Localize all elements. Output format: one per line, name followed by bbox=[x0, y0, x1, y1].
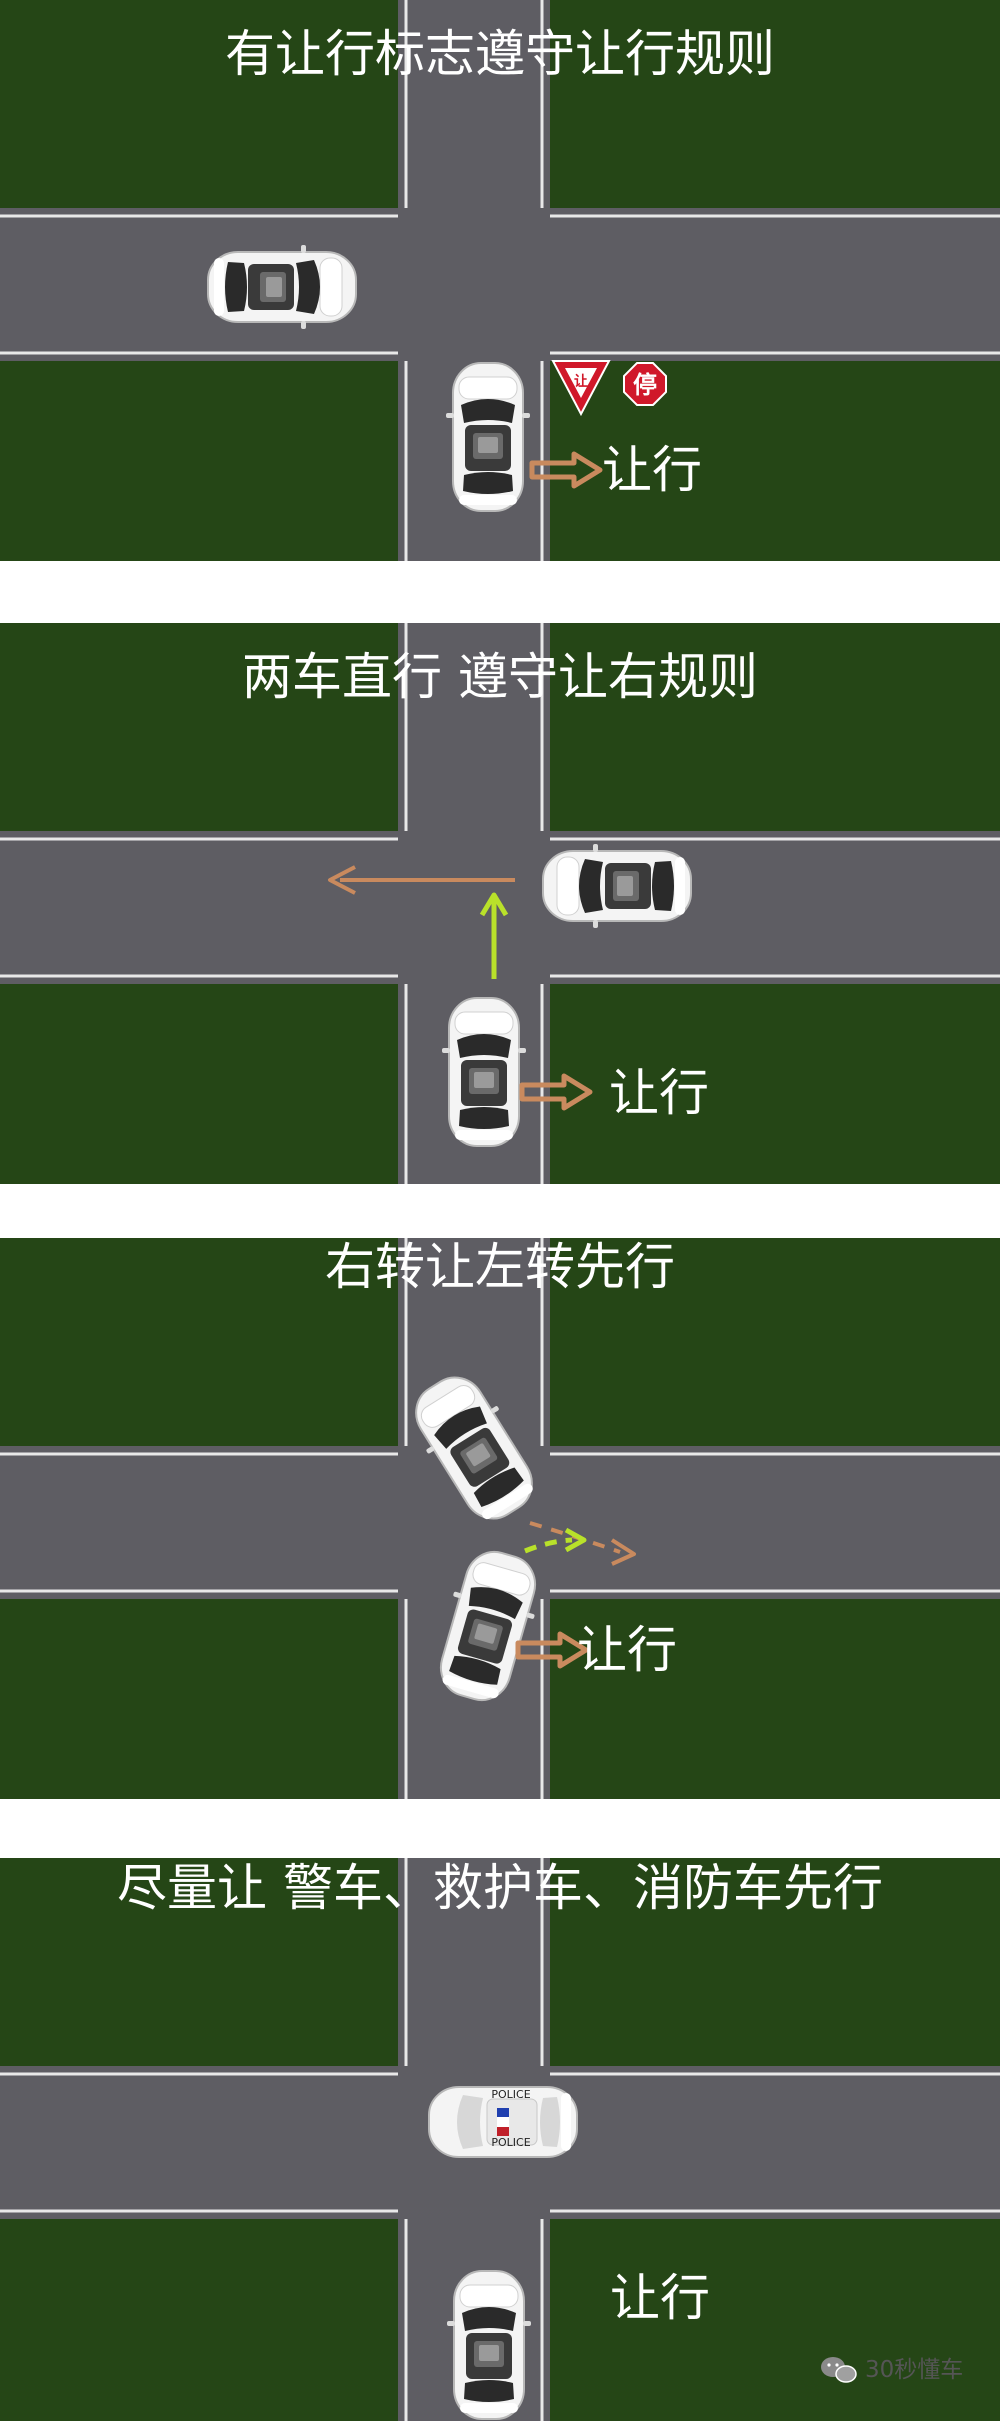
green-arrow-up bbox=[479, 892, 509, 979]
watermark-text: 30秒懂车 bbox=[865, 2357, 963, 2383]
yield-sign-text: 让 bbox=[574, 373, 588, 390]
panel-2-title: 两车直行 遵守让右规则 bbox=[242, 648, 758, 706]
car-from-right bbox=[542, 843, 692, 929]
police-car: POLICE POLICE bbox=[428, 2086, 578, 2158]
panel-3-title: 右转让左转先行 bbox=[325, 1238, 675, 1296]
panel-3: 右转让左转先行 让行 bbox=[0, 1238, 1000, 1799]
police-text-right: POLICE bbox=[491, 2088, 530, 2101]
stop-sign-text: 停 bbox=[633, 371, 657, 399]
panel-4-title: 尽量让 警车、救护车、消防车先行 bbox=[117, 1859, 883, 1917]
panel-3-yield-label: 让行 bbox=[577, 1621, 677, 1679]
green-dashed-arrow bbox=[524, 1527, 587, 1554]
brown-arrow-left bbox=[328, 865, 515, 895]
car-yielding bbox=[446, 2270, 532, 2420]
watermark: 30秒懂车 bbox=[821, 2357, 963, 2383]
panel-4-yield-label: 让行 bbox=[610, 2269, 710, 2327]
panel-2-yield-label: 让行 bbox=[609, 1064, 709, 1122]
wechat-icon bbox=[821, 2357, 857, 2383]
car-yielding bbox=[445, 362, 531, 512]
panel-2: 两车直行 遵守让右规则 让行 bbox=[0, 623, 1000, 1184]
police-text-left: POLICE bbox=[491, 2136, 530, 2149]
stop-sign-icon: 停 bbox=[623, 362, 667, 406]
panel-1: 让 停 有让行标志遵守让行规则 让行 bbox=[0, 0, 1000, 561]
car-yielding bbox=[441, 997, 527, 1147]
yield-sign-icon: 让 bbox=[551, 360, 611, 417]
car-horizontal bbox=[207, 244, 357, 330]
panel-1-yield-label: 让行 bbox=[602, 441, 702, 499]
panel-4: POLICE POLICE 尽量让 警车、救护车、消防车先行 让行 30秒懂车 bbox=[0, 1858, 1000, 2421]
panel-1-title: 有让行标志遵守让行规则 bbox=[225, 25, 775, 83]
